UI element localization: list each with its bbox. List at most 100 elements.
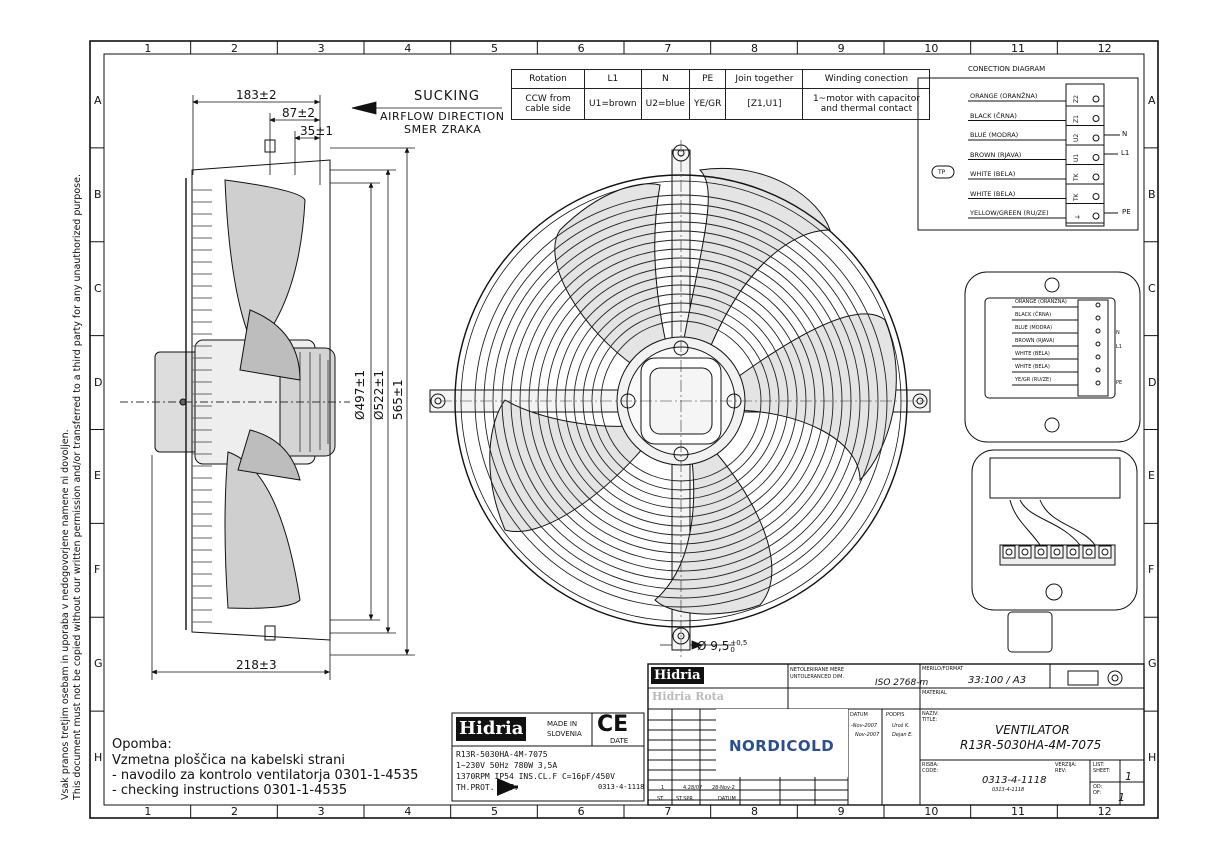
connection-diagram-box <box>917 77 1139 231</box>
rot-cell-winding: 1~motor with capacitor and thermal conta… <box>802 88 931 120</box>
copyright-line-2: This document must not be copied without… <box>72 174 83 800</box>
column-label-top: 2 <box>231 42 238 55</box>
rot-header-l1: L1 <box>584 69 642 89</box>
output-l1: L1 <box>1121 149 1130 157</box>
tb-title-1: VENTILATOR <box>995 723 1070 737</box>
column-label-top: 8 <box>751 42 758 55</box>
row-label-left: C <box>94 281 102 295</box>
column-label-bottom: 5 <box>491 805 498 818</box>
tb-title-2: R13R-5030HA-4M-7075 <box>960 738 1102 752</box>
terminal-label: U1 <box>1073 153 1080 162</box>
terminal-label: ⏚ <box>1075 213 1082 220</box>
rot-header-rotation: Rotation <box>511 69 585 89</box>
tb-stspr: ST.SPR. <box>676 796 695 802</box>
row-label-right: G <box>1148 657 1157 671</box>
nameplate-slovenia: SLOVENIA <box>547 730 582 738</box>
terminal-box-open-view <box>971 449 1138 653</box>
terminal-label: Z1 <box>1073 114 1080 123</box>
nameplate-date: DATE <box>610 737 629 745</box>
tb-rev: REV: <box>1055 768 1067 774</box>
row-label-left: H <box>94 751 103 765</box>
note-line-1: Vzmetna ploščica na kabelski strani <box>112 753 345 768</box>
tb-material: MATERIAL <box>922 690 947 696</box>
terminal-label: Z2 <box>1073 95 1080 103</box>
rot-cell-join: [Z1,U1] <box>725 88 804 120</box>
tb-drawing-code-small: 0313-4-1118 <box>992 787 1025 793</box>
column-label-top: 7 <box>664 42 672 55</box>
copyright-note: Vsak pranos tretjim osebam in uporaba v … <box>60 174 84 800</box>
terminal-box-view <box>964 271 1141 443</box>
small-wire-label: BROWN (RJAVA) <box>1015 338 1055 344</box>
note-line-2: - navodilo za kontrolo ventilatorja 0301… <box>112 768 419 783</box>
tb-of: OF: <box>1093 790 1102 796</box>
row-label-right: H <box>1148 751 1157 765</box>
nameplate-made-in: MADE IN <box>547 720 578 728</box>
tb-od: OD: <box>1093 784 1103 790</box>
nameplate <box>451 712 645 802</box>
tb-tolerance: NETOLERIRANE MERE <box>790 667 845 673</box>
dim-497: Ø497±1 <box>353 369 367 420</box>
nameplate-thprot: TH.PROT. ROT. <box>456 783 519 792</box>
tb-scale-label: MERILO/FORMAT <box>922 666 964 672</box>
column-label-bottom: 8 <box>751 805 758 818</box>
tb-drawing-code: 0313-4-1118 <box>982 775 1047 786</box>
tb-rev-date: 28-Nov-2 <box>712 785 735 791</box>
column-label-bottom: 3 <box>317 805 325 818</box>
row-label-left: G <box>94 657 103 671</box>
airflow-smer: SMER ZRAKA <box>404 123 482 136</box>
dim-35: 35±1 <box>300 124 333 138</box>
rotation-table: Rotation L1 N PE Join together Winding c… <box>511 69 931 120</box>
rot-header-n: N <box>640 69 690 89</box>
connection-diagram-title: CONECTION DIAGRAM <box>968 65 1046 73</box>
column-label-bottom: 4 <box>404 805 412 818</box>
small-wire-label: WHITE (BELA) <box>1015 351 1050 357</box>
rot-cell-pe: YE/GR <box>688 88 727 120</box>
column-label-bottom: 11 <box>1011 805 1025 818</box>
row-label-right: B <box>1148 187 1156 201</box>
small-wire-label: YE/GR (RU/ZE) <box>1015 377 1052 383</box>
small-wire-label: BLUE (MODRA) <box>1015 325 1053 331</box>
row-label-left: E <box>94 469 101 483</box>
tb-of-no: 1 <box>1118 791 1125 804</box>
small-output-l1: L1 <box>1116 344 1122 350</box>
row-label-right: C <box>1148 281 1156 295</box>
small-output-n: N <box>1116 330 1120 336</box>
nameplate-specs: 1370RPM IP54 INS.CL.F C=16pF/450V <box>456 772 615 781</box>
dim-hole-upper-tol: +0,5 <box>730 638 748 647</box>
column-label-bottom: 1 <box>144 805 152 818</box>
wire-label: BROWN (RJAVA) <box>970 150 1022 159</box>
column-label-top: 10 <box>924 42 939 55</box>
tb-risba: RISBA: <box>922 762 939 768</box>
tb-datum-col: DATUM <box>718 796 736 802</box>
nameplate-model: R13R-5030HA-4M-7075 <box>456 750 548 759</box>
tb-tolerance-en: UNTOLERANCED DIM. <box>790 674 845 680</box>
fan-front-view <box>429 140 931 660</box>
column-label-bottom: 2 <box>231 805 238 818</box>
row-label-right: E <box>1148 469 1155 483</box>
row-label-right: A <box>1148 93 1156 107</box>
rot-cell-l1: U1=brown <box>584 88 642 120</box>
row-label-left: B <box>94 187 102 201</box>
nordicold-logo: NORDICOLD <box>729 737 835 755</box>
tb-list: LIST: <box>1093 762 1105 768</box>
ce-mark: CE <box>597 712 629 737</box>
tb-title-label: TITLE: <box>922 717 938 723</box>
column-label-top: 4 <box>404 42 412 55</box>
tb-podpis: PODPIS <box>886 712 905 718</box>
column-label-top: 5 <box>491 42 498 55</box>
dim-87: 87±2 <box>282 106 315 120</box>
column-label-top: 9 <box>837 42 845 55</box>
rot-header-pe: PE <box>688 69 727 89</box>
thermal-protector-label: TP <box>938 169 946 176</box>
fan-side-view <box>120 139 350 641</box>
tb-verzija: VERZIJA: <box>1055 762 1077 768</box>
tb-datum: DATUM <box>850 712 868 718</box>
rot-cell-rotation: CCW from cable side <box>511 88 585 120</box>
row-label-left: F <box>94 563 101 577</box>
note-title: Opomba: <box>112 737 172 752</box>
row-label-left: D <box>94 375 103 389</box>
airflow-sucking: SUCKING <box>414 89 481 104</box>
